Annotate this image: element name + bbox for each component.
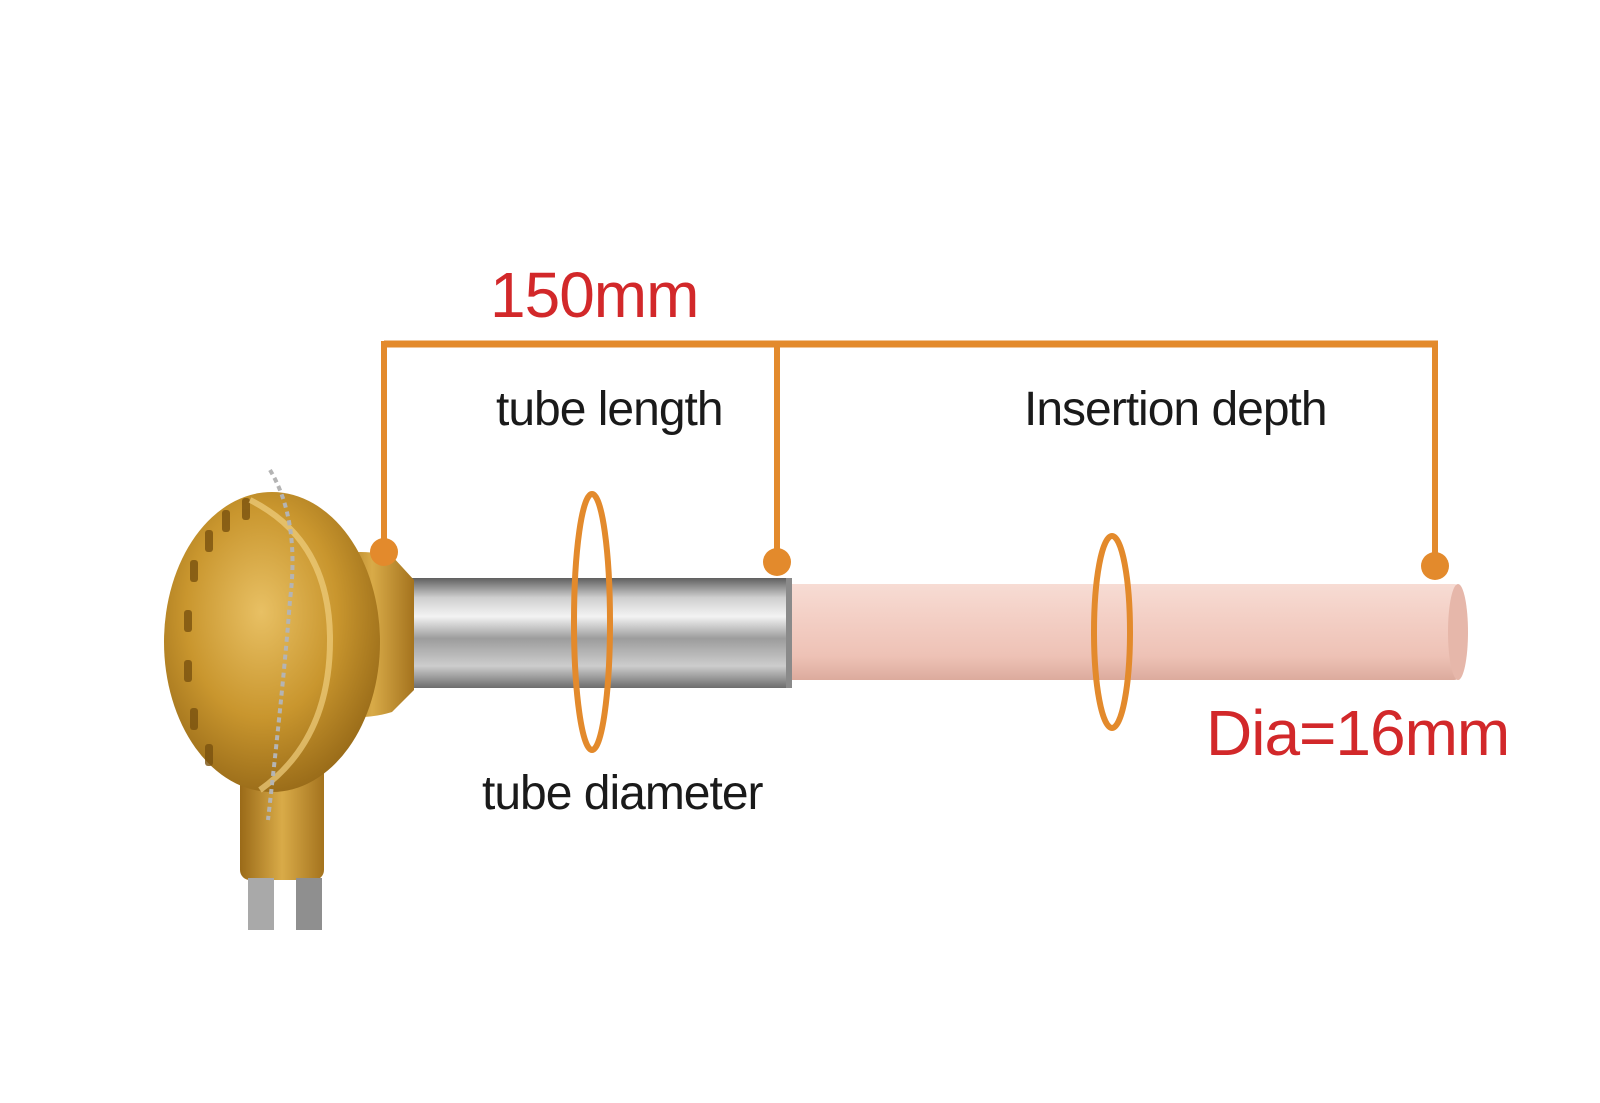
total-length-label: 150mm xyxy=(490,259,699,331)
dimension-lines xyxy=(370,340,1449,580)
insertion-depth-label: Insertion depth xyxy=(1024,383,1328,436)
tube-diameter-label: tube diameter xyxy=(482,767,764,820)
diameter-label: Dia=16mm xyxy=(1206,697,1510,769)
middle-marker-dot xyxy=(763,548,791,576)
brass-head xyxy=(164,468,414,930)
tube-diameter-ring xyxy=(571,491,613,753)
left-marker-dot xyxy=(370,538,398,566)
ceramic-tube xyxy=(780,584,1468,680)
tube-length-label: tube length xyxy=(496,383,724,436)
steel-tube xyxy=(400,578,792,688)
right-marker-dot xyxy=(1421,552,1449,580)
ceramic-diameter-ring xyxy=(1091,533,1133,731)
